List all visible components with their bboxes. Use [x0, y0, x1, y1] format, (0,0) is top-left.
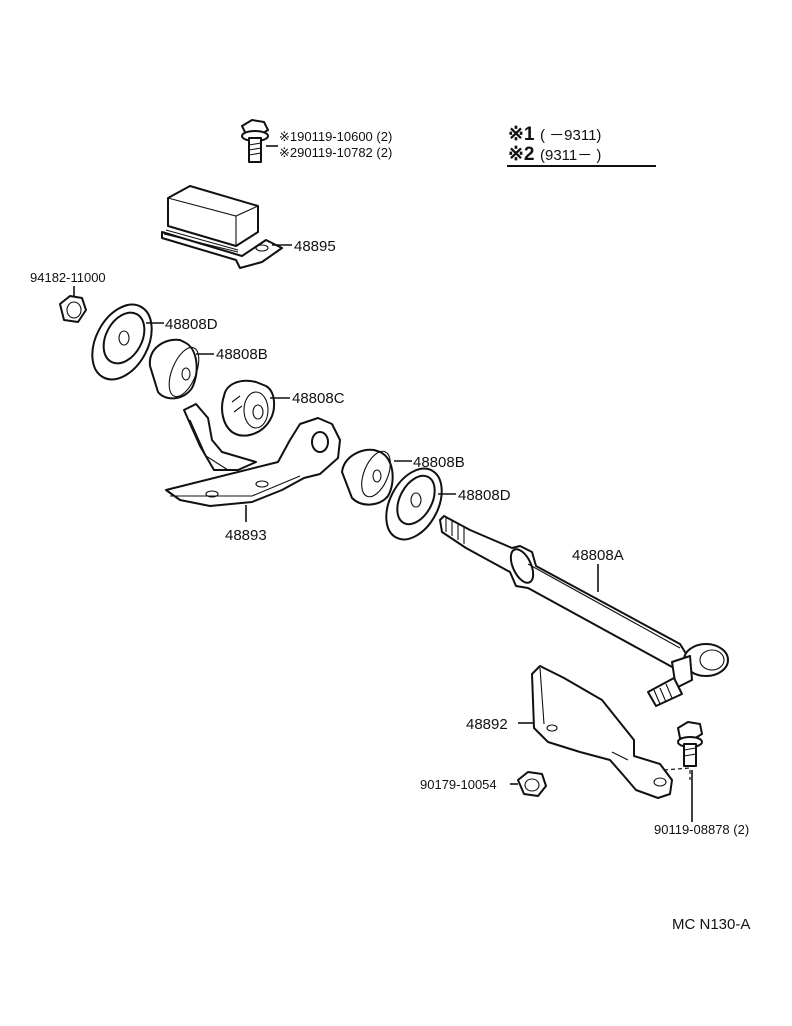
diagram-code: MC N130-A — [672, 916, 750, 933]
label-48808D-middle: 48808D — [458, 487, 511, 504]
legend-note2-text: (9311－ ) — [540, 147, 601, 164]
label-48808A: 48808A — [572, 547, 624, 564]
bolt-lower-icon — [677, 721, 703, 767]
stabilizer-block-48895-icon — [161, 185, 283, 269]
label-48808D-upper: 48808D — [165, 316, 218, 333]
bolt-callout-line2: ※290119-10782 (2) — [279, 145, 392, 160]
legend: ※1 ( －9311) ※2 (9311－ ) — [507, 124, 656, 167]
nut-90179-icon — [517, 771, 547, 797]
stabilizer-link-48808A-icon — [439, 515, 729, 707]
bushing-48808B-upper-icon — [148, 338, 200, 400]
dashed-alignment — [663, 767, 691, 780]
label-48808B-middle: 48808B — [413, 454, 465, 471]
legend-note1-text: ( －9311) — [540, 127, 601, 144]
retainer-48808D-upper-icon — [91, 303, 153, 381]
bushing-48808B-middle-icon — [341, 448, 394, 506]
legend-note2-mark: ※2 — [508, 144, 535, 165]
cup-48808C-icon — [221, 379, 276, 437]
retainer-48808D-middle-icon — [385, 467, 443, 541]
label-90119-08878: 90119-08878 (2) — [654, 822, 749, 837]
label-90179-10054: 90179-10054 — [420, 777, 497, 792]
label-48808B-upper: 48808B — [216, 346, 268, 363]
nut-94182-icon — [59, 295, 87, 323]
bracket-48892-icon — [531, 665, 673, 799]
bolt-callout-line1: ※190119-10600 (2) — [279, 129, 392, 144]
bracket-48893-icon — [165, 403, 341, 507]
label-48808C: 48808C — [292, 390, 345, 407]
label-48892: 48892 — [466, 716, 508, 733]
label-94182-11000: 94182-11000 — [30, 270, 106, 285]
label-48895: 48895 — [294, 238, 336, 255]
bolt-top-icon — [241, 119, 269, 163]
legend-note1-mark: ※1 — [508, 124, 535, 145]
label-48893: 48893 — [225, 527, 267, 544]
